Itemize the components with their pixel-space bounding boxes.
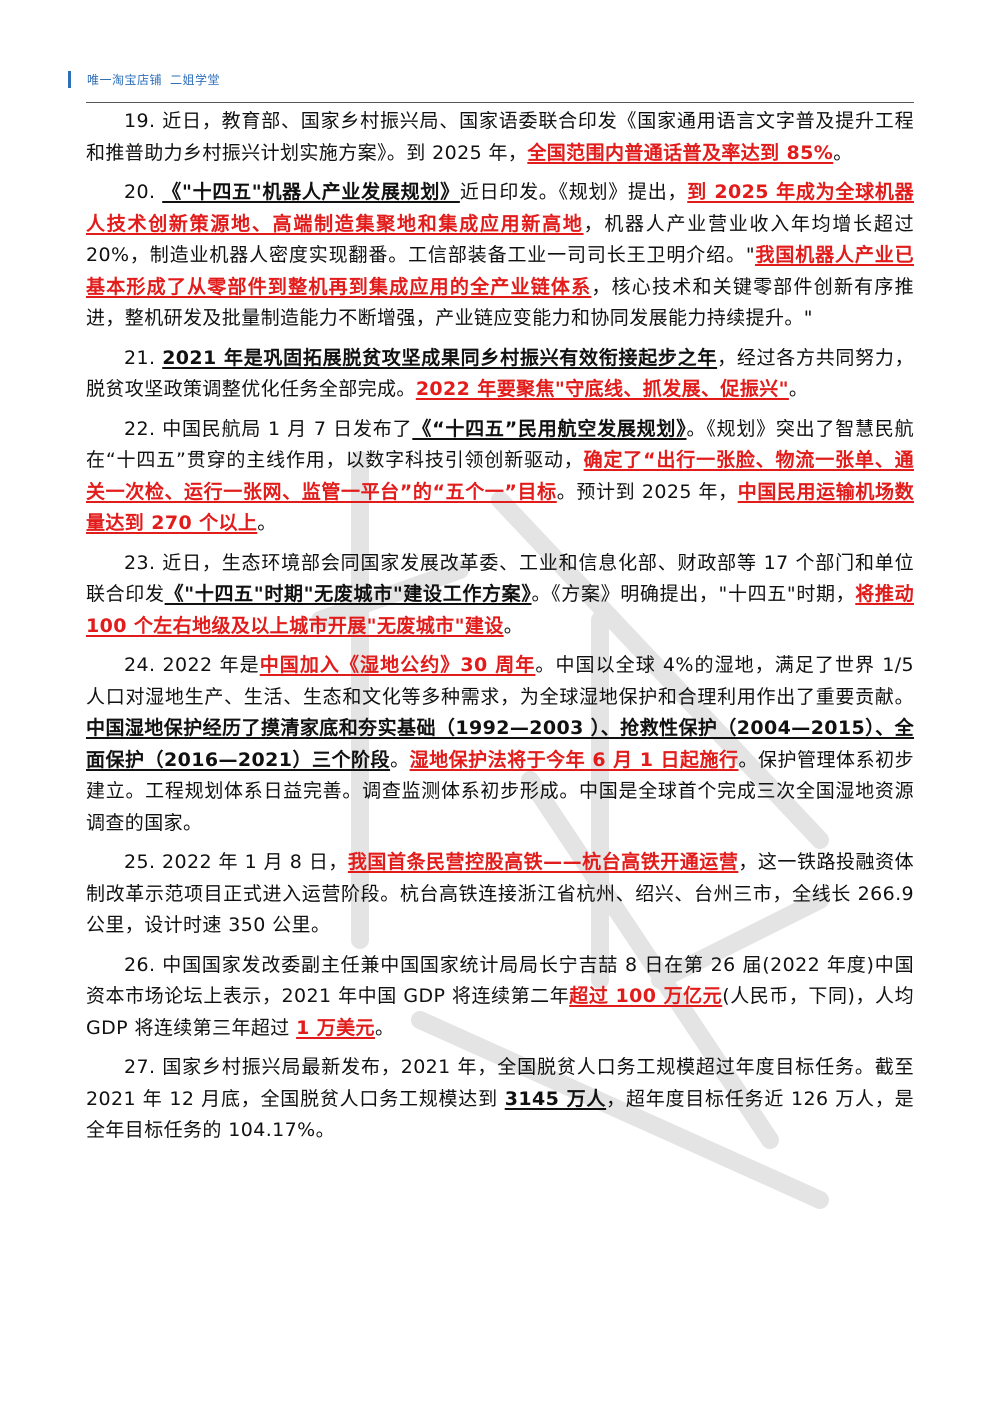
- paragraph-text: 。中国以全球 4%的湿地，满足了世界 1/5 人口对湿地生产、生活、生态和文化等…: [86, 654, 914, 708]
- paragraph-text: 。: [257, 512, 277, 534]
- paragraph-21: 21. 2021 年是巩固拓展脱贫攻坚成果同乡村振兴有效衔接起步之年，经过各方共…: [86, 343, 914, 406]
- paragraph-20: 20. 《"十四五"机器人产业发展规划》近日印发。《规划》提出，到 2025 年…: [86, 177, 914, 335]
- highlight-bold-text: 3145 万人: [504, 1087, 607, 1110]
- paragraph-26: 26. 中国国家发改委副主任兼中国国家统计局局长宁吉喆 8 日在第 26 届(2…: [86, 950, 914, 1045]
- highlight-red-text: 到 2025 年成为全球机器人技术创新策源地、高端制造集聚地和集成应用新高地: [86, 181, 915, 235]
- paragraph-text: 22. 中国民航局 1 月 7 日发布了: [124, 417, 413, 440]
- paragraph-text: 25. 2022 年 1 月 8 日，: [124, 851, 348, 873]
- paragraph-text: 。预计到 2025 年，: [556, 480, 738, 503]
- paragraph-24: 24. 2022 年是中国加入《湿地公约》30 周年。中国以全球 4%的湿地，满…: [86, 650, 914, 839]
- paragraph-text: ，机器人产业营业收入年均增长超过 20%，制造业机器人密度实现翻番。工信部装备工…: [86, 212, 914, 267]
- header-accent-bar: [68, 70, 71, 88]
- highlight-red-text: 湿地保护法将于今年 6 月 1 日起施行: [409, 748, 739, 771]
- highlight-red-text: 我国机器人产业已基本形成了从零部件到整机再到集成应用的全产业链体系: [86, 244, 914, 298]
- paragraph-text: 。: [833, 141, 853, 164]
- highlight-bold-text: 2021 年是巩固拓展脱贫攻坚成果同乡村振兴有效衔接起步之年: [162, 346, 718, 369]
- header-brand-label: 二姐学堂: [170, 72, 221, 87]
- paragraph-text: 。: [390, 748, 410, 771]
- paragraph-text: 。保护管理体系初步建立。工程规划体系日益完善。调查监测体系初步形成。中国是全球首…: [86, 748, 914, 834]
- highlight-red-text: 中国加入《湿地公约》30 周年: [259, 654, 536, 676]
- highlight-red-text: 超过 100 万亿元: [569, 985, 723, 1007]
- paragraph-25: 25. 2022 年 1 月 8 日，我国首条民营控股高铁——杭台高铁开通运营，…: [86, 847, 914, 942]
- paragraph-text: 26. 中国国家发改委副主任兼中国国家统计局局长宁吉喆 8 日在第 26 届(2…: [86, 953, 914, 1008]
- paragraph-19: 19. 近日，教育部、国家乡村振兴局、国家语委联合印发《国家通用语言文字普及提升…: [86, 106, 914, 169]
- paragraph-22: 22. 中国民航局 1 月 7 日发布了《“十四五”民用航空发展规划》。《规划》…: [86, 414, 914, 540]
- paragraph-text: 。: [788, 378, 809, 400]
- paragraph-text: 23. 近日，生态环境部会同国家发展改革委、工业和信息化部、财政部等 17 个部…: [86, 551, 914, 606]
- paragraph-text: 近日印发。《规划》提出，: [459, 181, 688, 203]
- paragraph-text: 27. 国家乡村振兴局最新发布，2021 年，全国脱贫人口务工规模超过年度目标任…: [86, 1056, 914, 1110]
- paragraph-23: 23. 近日，生态环境部会同国家发展改革委、工业和信息化部、财政部等 17 个部…: [86, 548, 914, 643]
- paragraph-27: 27. 国家乡村振兴局最新发布，2021 年，全国脱贫人口务工规模超过年度目标任…: [86, 1052, 914, 1147]
- paragraph-text: 20.: [124, 181, 163, 203]
- paragraph-text: ，超年度目标任务近 126 万人，是全年目标任务的 104.17%。: [86, 1087, 915, 1142]
- highlight-red-text: 确定了“出行一张脸、物流一张单、通关一次检、运行一张网、监管一平台”的“五个一”…: [86, 449, 914, 503]
- highlight-red-text: 1 万美元: [296, 1016, 375, 1039]
- header-shop-label: 唯一淘宝店铺: [87, 72, 163, 87]
- paragraph-text: 。: [374, 1016, 395, 1039]
- paragraph-text: ，这一铁路投融资体制改革示范项目正式进入运营阶段。杭台高铁连接浙江省杭州、绍兴、…: [86, 851, 914, 936]
- header-divider: [86, 102, 914, 103]
- paragraph-text: (人民币，下同)，人均 GDP 将连续第三年超过: [86, 985, 914, 1039]
- highlight-red-text: 我国首条民营控股高铁——杭台高铁开通运营: [347, 851, 739, 873]
- highlight-bold-text: 《"十四五"时期"无废城市"建设工作方案》: [164, 583, 532, 605]
- paragraph-text: ，经过各方共同努力，脱贫攻坚政策调整优化任务全部完成。: [86, 346, 915, 401]
- document-body: 19. 近日，教育部、国家乡村振兴局、国家语委联合印发《国家通用语言文字普及提升…: [86, 106, 914, 1155]
- highlight-bold-text: 《"十四五"机器人产业发展规划》: [162, 181, 460, 203]
- highlight-red-text: 2022 年要聚焦"守底线、抓发展、促振兴": [415, 378, 789, 400]
- highlight-bold-text: 《“十四五”民用航空发展规划》: [412, 417, 687, 440]
- paragraph-text: 。《规划》突出了智慧民航在“十四五”贯穿的主线作用，以数字科技引领创新驱动，: [86, 417, 914, 472]
- page-header: 唯一淘宝店铺 二姐学堂: [68, 70, 220, 88]
- highlight-red-text: 中国民用运输机场数量达到 270 个以上: [86, 480, 914, 535]
- paragraph-text: 19. 近日，教育部、国家乡村振兴局、国家语委联合印发《国家通用语言文字普及提升…: [86, 110, 914, 164]
- paragraph-text: 。: [503, 614, 524, 637]
- highlight-red-text: 将推动 100 个左右地级及以上城市开展"无废城市"建设: [86, 583, 914, 637]
- highlight-red-text: 全国范围内普通话普及率达到 85%: [527, 141, 834, 164]
- paragraph-text: 24. 2022 年是: [124, 654, 260, 676]
- highlight-bold-text: 中国湿地保护经历了摸清家底和夯实基础（1992—2003 ）、抢救性保护（200…: [86, 717, 914, 771]
- paragraph-text: 。《方案》明确提出，"十四五"时期，: [531, 583, 856, 605]
- paragraph-text: 21.: [124, 346, 163, 369]
- paragraph-text: ，核心技术和关键零部件创新有序推进，整机研发及批量制造能力不断增强，产业链应变能…: [86, 275, 914, 330]
